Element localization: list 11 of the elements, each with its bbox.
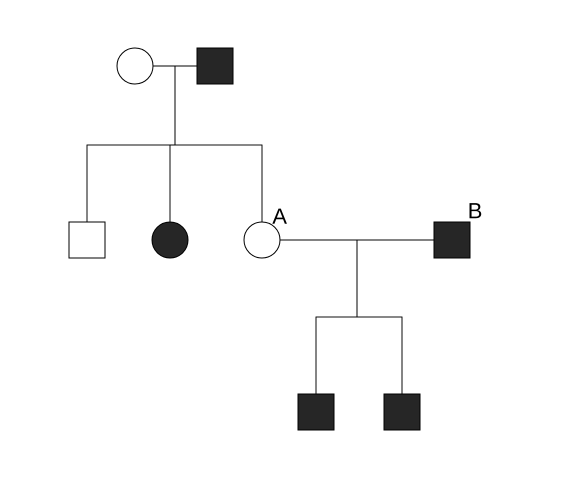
filled-square <box>196 48 234 84</box>
filled-square <box>298 393 334 430</box>
individual-label: B <box>470 203 482 218</box>
descent-line <box>174 66 262 222</box>
descent-line <box>356 240 434 394</box>
filled-circle <box>152 222 188 258</box>
individual-label: A <box>272 208 287 224</box>
open-square <box>68 222 106 258</box>
open-circle <box>116 48 154 84</box>
filled-square <box>434 222 470 258</box>
filled-square <box>384 393 420 430</box>
